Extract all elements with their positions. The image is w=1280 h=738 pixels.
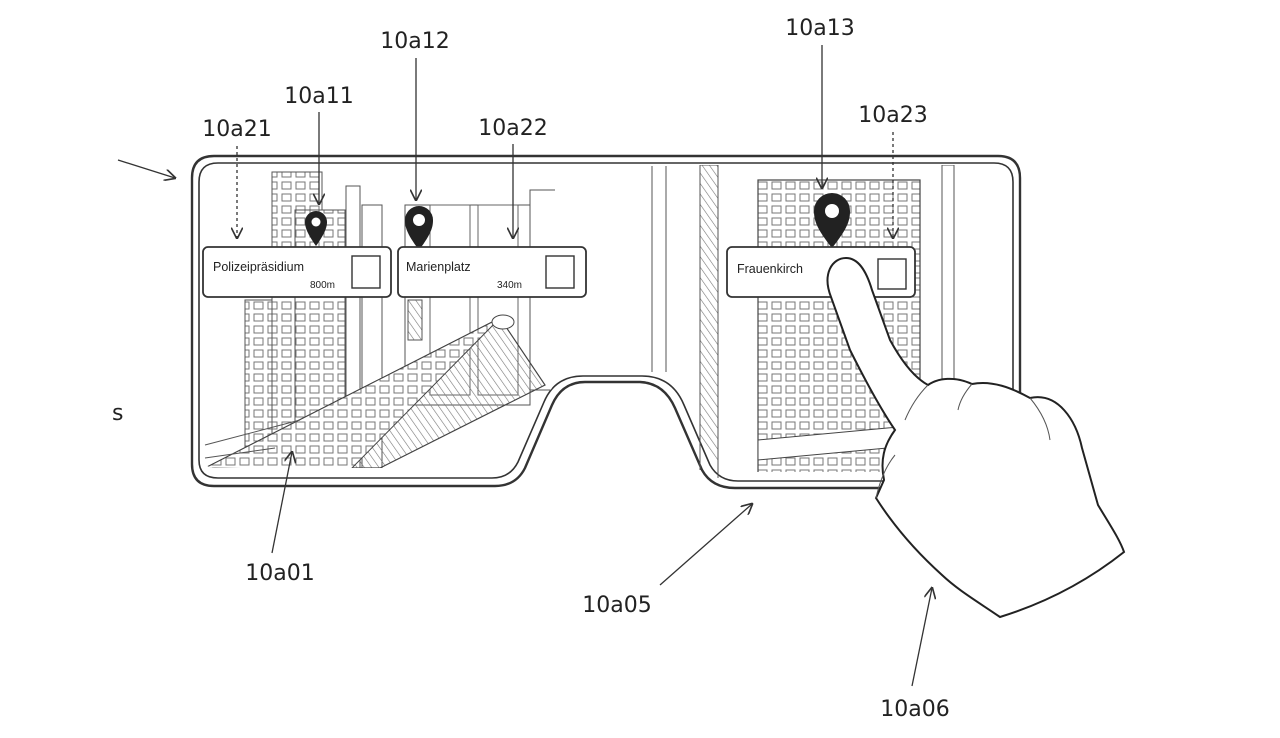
location-pin-2[interactable] (405, 206, 433, 250)
ref-glasses-frame: 10a05 (582, 593, 651, 618)
left-lens-scene (204, 171, 555, 468)
card-checkbox[interactable] (545, 255, 575, 289)
bridge-building (651, 166, 719, 478)
card-title: Polizeipräsidium (213, 260, 304, 274)
location-pin-1[interactable] (305, 211, 327, 246)
ref-card-1: 10a21 (202, 117, 271, 142)
ref-card-2: 10a22 (478, 116, 547, 141)
card-distance: 340m (497, 280, 522, 291)
ref-pin-1: 10a11 (284, 84, 353, 109)
ref-pin-2: 10a12 (380, 29, 449, 54)
card-title: Frauenkirch (737, 262, 803, 276)
card-title: Marienplatz (406, 260, 471, 274)
card-checkbox[interactable] (351, 255, 381, 289)
info-card-1[interactable]: Polizeipräsidium 800m (202, 246, 392, 298)
card-distance: 800m (310, 280, 335, 291)
pointing-hand (826, 256, 1126, 619)
ref-edge-fragment: s (112, 401, 123, 426)
ref-pin-3: 10a13 (785, 16, 854, 41)
info-card-3[interactable]: Frauenkirch (726, 246, 916, 298)
ref-hand: 10a06 (880, 697, 949, 722)
ref-lens-display: 10a01 (245, 561, 314, 586)
ref-card-3: 10a23 (858, 103, 927, 128)
info-card-2[interactable]: Marienplatz 340m (397, 246, 587, 298)
leader-lines (117, 45, 932, 687)
card-checkbox[interactable] (877, 258, 907, 290)
location-pin-3[interactable] (814, 193, 850, 248)
